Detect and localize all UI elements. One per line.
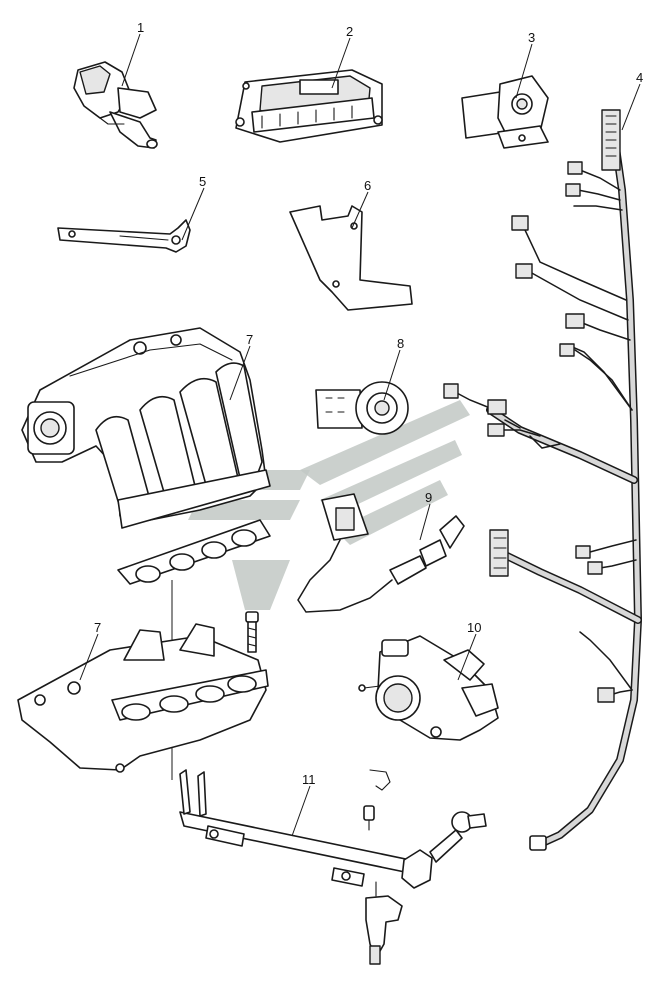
bracket-5 <box>57 219 191 253</box>
manifold-gasket <box>117 519 271 585</box>
callout-7-lower: 7 <box>94 620 101 635</box>
idle-air-valve <box>73 61 158 149</box>
callout-9: 9 <box>425 490 432 505</box>
wiring-harness <box>443 109 642 851</box>
callout-11: 11 <box>302 772 316 787</box>
callout-2: 2 <box>346 24 353 39</box>
callout-8: 8 <box>397 336 404 351</box>
callout-10: 10 <box>467 620 481 635</box>
knock-sensor <box>315 381 409 435</box>
intake-manifold-lower <box>17 623 269 773</box>
map-sensor <box>461 75 549 149</box>
oxygen-sensor <box>297 493 465 613</box>
callout-3: 3 <box>528 30 535 45</box>
callout-5: 5 <box>199 174 206 189</box>
callout-4: 4 <box>636 70 643 85</box>
callout-labels: 1 2 3 4 5 6 7 7 8 9 10 11 <box>94 20 643 787</box>
callout-6: 6 <box>364 178 371 193</box>
fuel-rail-assembly <box>179 769 487 965</box>
callout-7-upper: 7 <box>246 332 253 347</box>
callout-1: 1 <box>137 20 144 35</box>
intake-manifold-upper <box>21 327 271 529</box>
engine-control-unit <box>235 69 383 143</box>
throttle-body <box>358 635 499 741</box>
leader-lines <box>79 33 641 837</box>
bracket-6 <box>289 205 413 311</box>
